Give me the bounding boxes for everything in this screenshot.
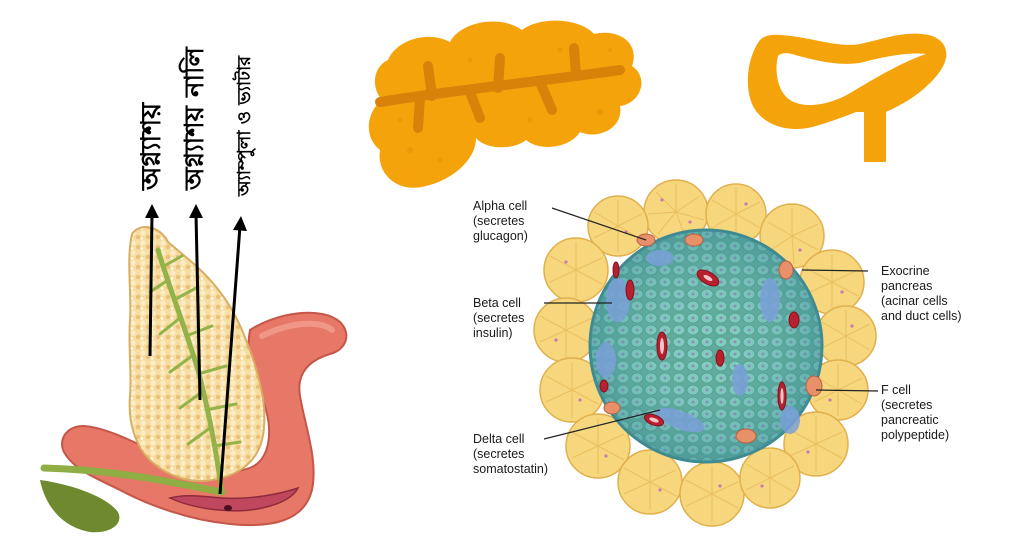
islet-diagram <box>533 179 879 527</box>
label-arrows <box>145 204 247 495</box>
pancreas-tissue <box>128 226 266 482</box>
label-f-cell: F cell (secretes pancreatic polypeptide) <box>881 383 950 442</box>
duodenum <box>61 311 348 527</box>
label-exocrine-pancreas: Exocrine pancreas (acinar cells and duct… <box>881 264 962 323</box>
capillaries <box>599 261 800 427</box>
leader-lines <box>543 207 879 440</box>
label-pancreatic-duct-bn: অগ্ন্যাশয় নালি <box>180 47 210 190</box>
pancreas-outline-icon <box>747 33 947 163</box>
label-pancreas-bn: অগ্ন্যাশয় <box>136 102 167 190</box>
beta-cells <box>596 250 800 434</box>
label-beta-cell: Beta cell (secretes insulin) <box>473 296 525 340</box>
pancreas-lobule-icon <box>368 20 642 188</box>
pancreas-anatomy-illustration <box>40 226 348 533</box>
label-alpha-cell: Alpha cell (secretes glucagon) <box>473 199 528 243</box>
label-delta-cell: Delta cell (secretes somatostatin) <box>473 432 549 476</box>
label-ampulla-of-vater-bn: অ্যাম্পুলা ও ভ্যাটার <box>234 55 255 196</box>
